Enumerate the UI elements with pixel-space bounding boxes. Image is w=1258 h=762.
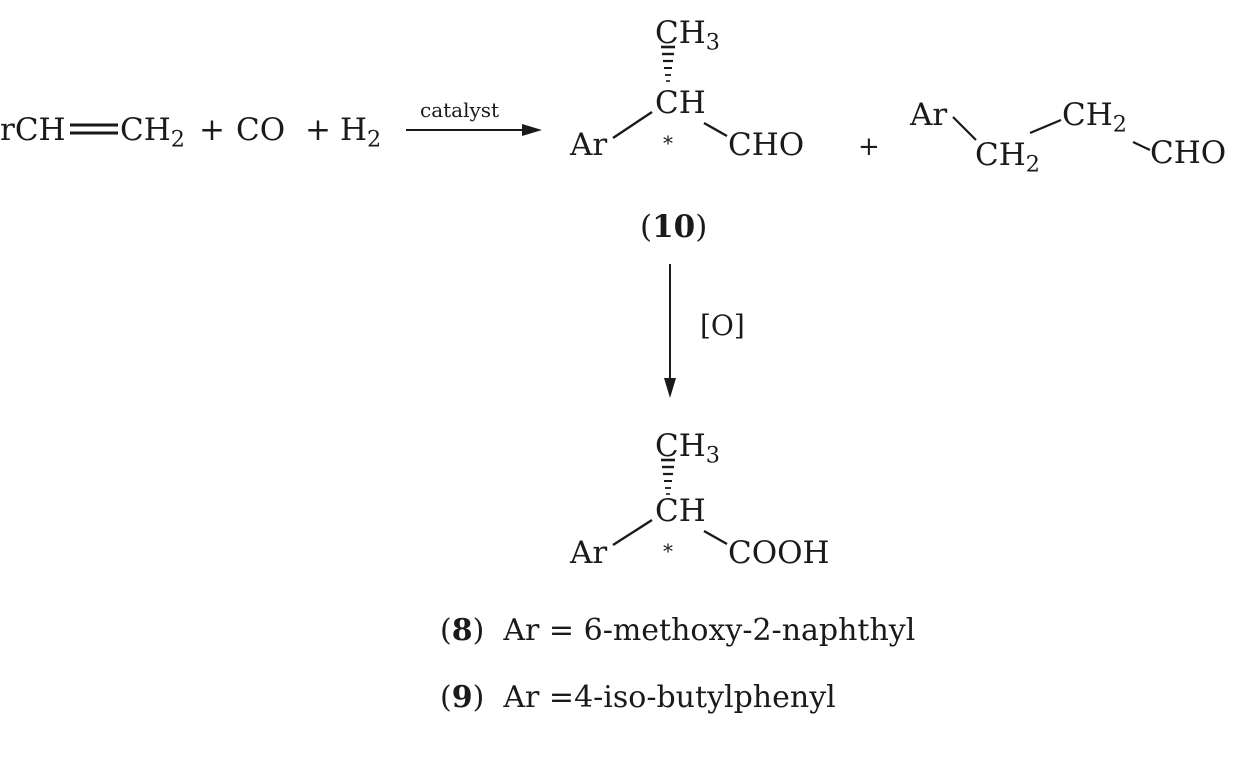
acid-ch: CH: [655, 493, 706, 529]
acid-ar: Ar: [570, 535, 608, 571]
arrowhead-right-icon: [522, 124, 542, 136]
bond-ar-ch-acid: [612, 518, 653, 547]
stereocenter-mark: *: [663, 131, 673, 155]
aldehyde-ch3: CH3: [655, 15, 720, 56]
bond-ch-cooh: [703, 529, 728, 546]
alkene-left: rCH: [0, 112, 66, 148]
bond-ch2-ch2: [1029, 118, 1062, 135]
plus-sign: +: [199, 112, 225, 148]
definition-9: (9) Ar =4-iso-butylphenyl: [440, 680, 836, 715]
bond-ch-cho: [703, 121, 728, 138]
compound-label-10: (10): [640, 209, 708, 245]
hashed-wedge-bond-acid: [661, 458, 675, 495]
linear-ch2-b: CH2: [1062, 97, 1127, 138]
hashed-wedge-bond-aldehyde: [661, 45, 675, 82]
linear-ch2-a: CH2: [975, 137, 1040, 178]
aldehyde-cho: CHO: [728, 127, 805, 163]
reactant-alkene: rCH: [0, 115, 66, 146]
linear-cho: CHO: [1150, 135, 1227, 171]
bond-ar-ch2: [952, 116, 977, 141]
stereocenter-mark: *: [663, 539, 673, 563]
oxidation-label: [O]: [700, 309, 745, 342]
reactant-co: CO: [236, 112, 286, 148]
acid-cooh: COOH: [728, 535, 830, 571]
definition-8: (8) Ar = 6-methoxy-2-naphthyl: [440, 613, 916, 648]
arrowhead-down-icon: [664, 378, 676, 398]
catalyst-label: catalyst: [420, 98, 500, 122]
bond-ar-ch-aldehyde: [612, 111, 653, 139]
plus-sign: +: [858, 132, 880, 162]
linear-ar: Ar: [910, 97, 948, 133]
aldehyde-ar: Ar: [570, 127, 608, 163]
plus-sign: +: [305, 112, 331, 148]
reactant-h2: H2: [340, 112, 382, 153]
acid-ch3: CH3: [655, 428, 720, 469]
bond-ch2-cho: [1132, 141, 1151, 151]
aldehyde-ch: CH: [655, 85, 706, 121]
reactant-alkene-ch2: CH2: [120, 112, 185, 153]
